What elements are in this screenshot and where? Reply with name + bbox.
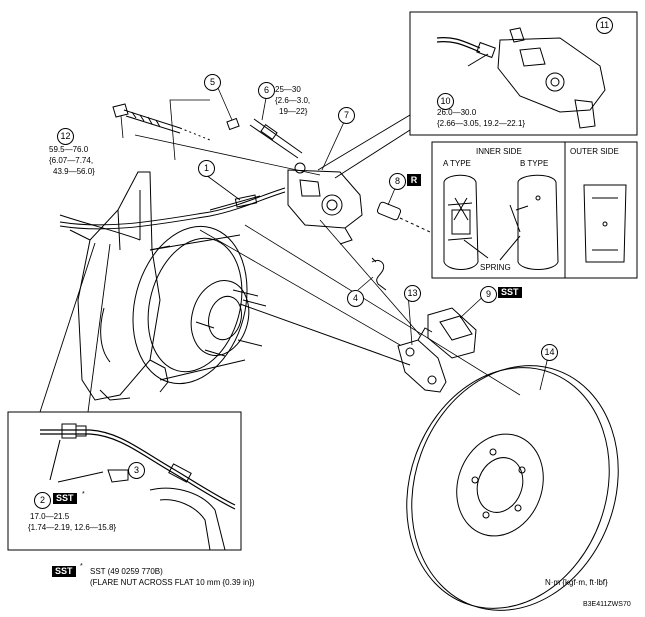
torque-unit-note: N·m {kgf·m, ft·lbf} (545, 578, 608, 587)
leader-lines (120, 87, 549, 391)
b-type-label: B TYPE (520, 159, 549, 168)
callout-5: 5 (204, 74, 221, 91)
caliper-bracket-artwork (397, 327, 447, 393)
callout-3: 3 (128, 462, 145, 479)
torque-6-line3: 19—22} (279, 107, 308, 116)
callout-7: 7 (338, 107, 355, 124)
guide-sleeve-artwork (376, 201, 431, 233)
knuckle-artwork (59, 171, 171, 401)
inset-caliper-detail (409, 11, 638, 136)
dust-shield-artwork (132, 225, 248, 385)
figure-code: B3E411ZWS70 (583, 601, 631, 608)
assembly-axis-lines (134, 99, 521, 396)
spring-label: SPRING (480, 263, 511, 272)
torque-2-line2: {1.74—2.19, 12.6—15.8} (28, 523, 117, 532)
callout-6: 6 (258, 82, 275, 99)
torque-6-line2: {2.6—3.0, (275, 96, 311, 105)
callout-11: 11 (596, 17, 613, 34)
reuse-mark-r: R (407, 174, 421, 186)
hub-artwork (190, 280, 411, 366)
inset-flare-nut-detail (7, 411, 242, 551)
torque-12-line1: 59.5—76.0 (49, 145, 89, 154)
torque-2-line1: 17.0—21.5 (30, 512, 70, 521)
sst-badge-part-2: SST (53, 493, 77, 504)
caliper-bolt-artwork (112, 103, 211, 141)
inset-pad-types (431, 141, 638, 279)
sst-badge-part-9: SST (498, 287, 522, 298)
caliper-artwork (226, 117, 363, 245)
disc-rotor-artwork (406, 365, 619, 611)
torque-10-line2: {2.66—3.05, 19.2—22.1} (437, 119, 526, 128)
sst-asterisk-part-2: * (82, 491, 85, 498)
torque-10-line1: 26.0—30.0 (437, 108, 477, 117)
inner-side-heading: INNER SIDE (476, 147, 522, 156)
callout-14: 14 (541, 344, 558, 361)
callout-9: 9 (480, 286, 497, 303)
a-type-label: A TYPE (443, 159, 471, 168)
callout-4: 4 (347, 290, 364, 307)
zoom-connector-lines (39, 114, 411, 413)
torque-12-line3: 43.9—56.0} (53, 167, 95, 176)
callout-12: 12 (57, 128, 74, 145)
callout-8: 8 (389, 173, 406, 190)
torque-12-line2: {6.07—7.74, (49, 156, 94, 165)
brake-hose-artwork (59, 187, 286, 230)
outer-side-heading: OUTER SIDE (570, 147, 619, 156)
callout-13: 13 (404, 285, 421, 302)
spring-clip-artwork (371, 257, 387, 291)
brake-pads-artwork (427, 307, 477, 359)
sst-footnote-badge: SST (52, 566, 76, 577)
callout-10: 10 (437, 93, 454, 110)
torque-6-line1: 25—30 (275, 85, 301, 94)
sst-footnote-line2: (FLARE NUT ACROSS FLAT 10 mm {0.39 in}) (90, 578, 255, 587)
sst-footnote-line1: SST (49 0259 770B) (90, 567, 163, 576)
callout-1: 1 (198, 160, 215, 177)
sst-footnote-asterisk: * (80, 563, 83, 570)
callout-2: 2 (34, 492, 51, 509)
